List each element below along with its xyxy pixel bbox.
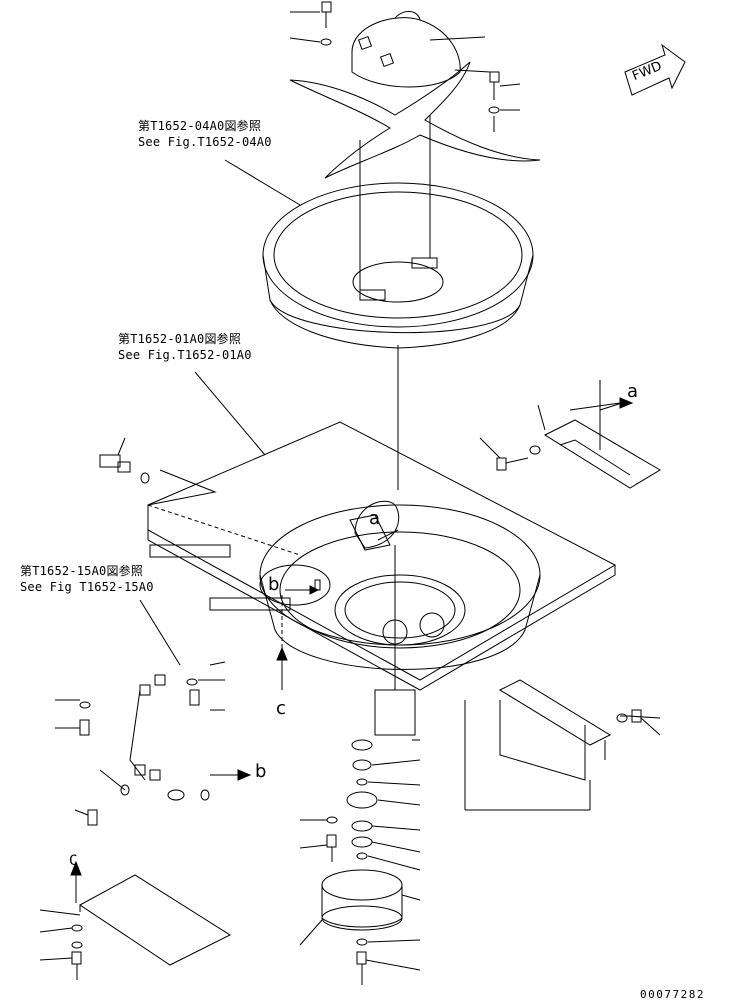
arrow-c-up-head bbox=[70, 860, 82, 876]
bottom-bolt bbox=[356, 938, 368, 985]
fan-hub-cage bbox=[321, 869, 403, 931]
ref-middle-ja: 第T1652-01A0図参照 bbox=[118, 332, 242, 346]
dashed-guides bbox=[147, 504, 301, 660]
main-plate bbox=[147, 421, 617, 691]
left-fitting bbox=[99, 437, 150, 484]
document-number: 00077282 bbox=[640, 988, 705, 1001]
view-label-c-up: C bbox=[69, 853, 78, 869]
x-blade bbox=[289, 61, 541, 179]
arrow-c-head bbox=[276, 646, 288, 661]
plate-support bbox=[149, 544, 416, 736]
cover-plate-c bbox=[71, 874, 232, 980]
arrow-a-head bbox=[619, 397, 634, 409]
leader-lines bbox=[39, 69, 661, 971]
fan-shroud-ring bbox=[262, 115, 534, 349]
view-label-b-circle: b bbox=[268, 574, 280, 595]
arrow-b-head bbox=[237, 769, 252, 781]
view-label-b-arrow: b bbox=[255, 761, 267, 782]
ref-top-ja: 第T1652-04A0図参照 bbox=[138, 119, 262, 133]
bottom-stack bbox=[326, 739, 378, 862]
ref-left-ja: 第T1652-15A0図参照 bbox=[20, 564, 144, 578]
left-hose-assembly bbox=[79, 674, 210, 826]
ref-middle-en: See Fig.T1652-01A0 bbox=[118, 348, 252, 362]
ref-top-en: See Fig.T1652-04A0 bbox=[138, 135, 272, 149]
arrow-a-line bbox=[569, 402, 621, 411]
ref-left-en: See Fig T1652-15A0 bbox=[20, 580, 154, 594]
right-bolt bbox=[488, 71, 521, 132]
top-cone-cover bbox=[351, 11, 486, 88]
view-label-a-arrow: a bbox=[627, 381, 639, 402]
view-label-a-circle: a bbox=[369, 508, 381, 529]
fan-bowl bbox=[259, 504, 541, 670]
right-bolt-a bbox=[479, 437, 541, 471]
view-a-region bbox=[354, 500, 400, 549]
bracket-plate-a bbox=[543, 401, 661, 489]
fwd-marker bbox=[624, 43, 686, 96]
bracket-plate-lower bbox=[464, 679, 612, 811]
top-bolt bbox=[289, 1, 332, 46]
view-arrows bbox=[70, 397, 634, 903]
view-label-c-arrow: c bbox=[276, 698, 287, 719]
